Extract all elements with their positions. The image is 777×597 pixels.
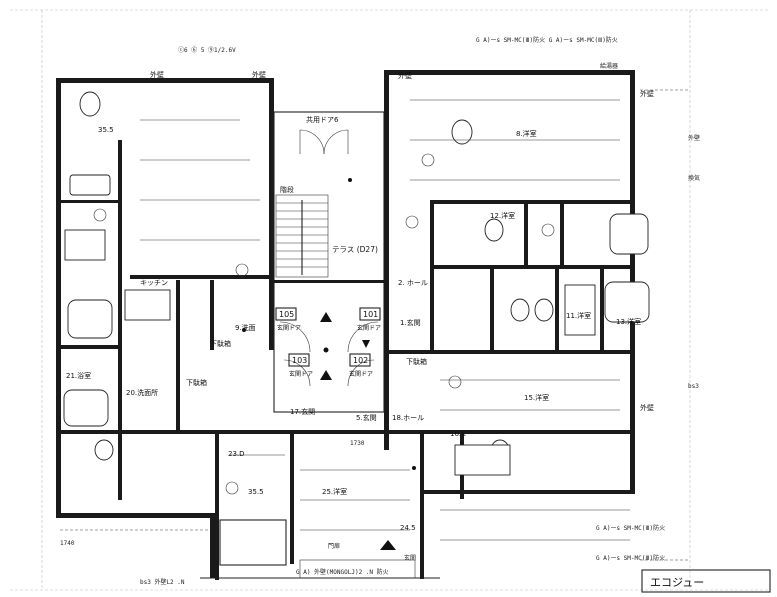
kitchen-counter (564, 284, 596, 336)
note-bottom-right-spec-1: G A)ーs SM-MC(Ⅲ)防火 (596, 524, 665, 532)
label-exterior-wall-1: 外壁 (150, 70, 164, 79)
label-exterior-wall-2: 外壁 (252, 70, 266, 79)
kitchen-counter (124, 289, 171, 321)
bottom-middle-block (200, 430, 446, 580)
label-room-15: 15.洋室 (524, 393, 549, 402)
note-top-right-spec: 給湯器 (600, 62, 618, 70)
kitchen-counter (454, 444, 511, 476)
center-core (273, 111, 385, 413)
note-open-label: 玄関 (404, 554, 416, 562)
label-unit-102: 102 (353, 356, 368, 365)
label-genkan-door-101: 玄関ドア (357, 324, 381, 332)
toilet-icon (94, 439, 114, 461)
toilet-icon (534, 298, 554, 322)
note-mid-left-dim: 1740 (60, 540, 75, 547)
bathtub-icon (609, 213, 649, 255)
toilet-icon (79, 91, 101, 117)
label-bath-21: 21.浴室 (66, 371, 91, 380)
annotation-leaders (60, 89, 690, 561)
label-exterior-wall-4: 外壁 (398, 71, 412, 80)
label-exterior-wall-5: 外壁 (640, 403, 654, 412)
label-exterior-wall-3: 外壁 (640, 89, 654, 98)
label-washroom-9: 9.洗面 (235, 323, 256, 332)
bathtub-icon (604, 281, 650, 323)
toilet-icon (484, 218, 504, 242)
room-labels: 共用ドア6 テラス (D27) 105 101 103 102 玄関ドア 玄関ド… (66, 70, 654, 532)
note-right-side-2: 換気 (688, 174, 700, 182)
label-stair: 階段 (280, 185, 294, 194)
label-toilet-20: 20.洗面所 (126, 388, 158, 397)
bathtub-icon (63, 389, 109, 427)
label-genkan-door-105: 玄関ドア (277, 324, 301, 332)
bathtub-icon (67, 299, 113, 339)
sink-icon (69, 174, 111, 196)
grid-dots (10, 9, 770, 591)
right-unit-walls (384, 70, 635, 499)
note-top-center-spec: G A)ーs SM-MC(Ⅲ)防火 G A)ーs SM-MC(Ⅲ)防火 (476, 36, 618, 44)
note-mid-center-dim: 1730 (350, 440, 365, 447)
toilet-icon (510, 298, 530, 322)
label-shoe-cabinet-3: 下駄箱 (186, 378, 207, 387)
label-hall-17: 17.玄関 (290, 407, 315, 416)
label-hall-18: 18.ホール (392, 414, 424, 422)
note-bottom-spec: G A) 外壁(MONGOLJ)2 .N 防火 (296, 568, 389, 576)
label-shoe-cabinet-2: 下駄箱 (406, 357, 427, 366)
label-room-25: 25.洋室 (322, 487, 347, 496)
label-genkan-door-102: 玄関ドア (349, 370, 373, 378)
label-genkan-door-103: 玄関ドア (289, 370, 313, 378)
label-genkan-5: 5.玄関 (356, 413, 377, 422)
label-genkan-1: 1.玄関 (400, 318, 421, 327)
label-terrace: テラス (D27) (332, 245, 378, 254)
fixtures (63, 91, 650, 476)
label-hall-2: 2. ホール (398, 279, 428, 287)
note-top-left-spec: ⓒ6 ⑥ 5 ⑨1/2.6V (178, 46, 236, 54)
label-room-16k: 16.K (450, 430, 466, 438)
label-unit-101: 101 (363, 310, 378, 319)
label-room-23d: 23.D (228, 450, 245, 458)
label-kitchen: キッチン (140, 279, 168, 287)
washing-machine (64, 229, 106, 261)
toilet-icon (451, 119, 473, 145)
spec-notes: ⓒ6 ⑥ 5 ⑨1/2.6V G A)ーs SM-MC(Ⅲ)防火 G A)ーs … (60, 36, 700, 586)
label-shared-door: 共用ドア6 (306, 115, 339, 124)
stair (275, 194, 329, 278)
label-room-12: 12.洋室 (490, 211, 515, 220)
label-room-35: 35.5 (98, 126, 114, 134)
note-bottom-right-spec-2: G A)ーs SM-MC(Ⅲ)防火 (596, 554, 665, 562)
note-bottom-left-spec: bs3 外壁L2 .N (140, 578, 185, 586)
label-room-13: 13.洋室 (616, 317, 641, 326)
left-unit-walls (56, 78, 274, 578)
title-block: エコジュー (641, 569, 771, 593)
label-room-11: 11.洋室 (566, 311, 591, 320)
label-room-24: 24.5 (400, 524, 416, 532)
label-unit-103: 103 (292, 356, 307, 365)
note-right-side-1: 外壁 (688, 134, 700, 142)
label-room-355: 35.5 (248, 488, 264, 496)
note-right-side-3: bs3 (688, 383, 699, 390)
title-block-text: エコジュー (650, 576, 704, 589)
label-unit-105: 105 (279, 310, 294, 319)
note-door-hollow: 門扉 (328, 542, 340, 550)
label-shoe-cabinet-1: 下駄箱 (210, 339, 231, 348)
label-room-8: 8.洋室 (516, 129, 537, 138)
